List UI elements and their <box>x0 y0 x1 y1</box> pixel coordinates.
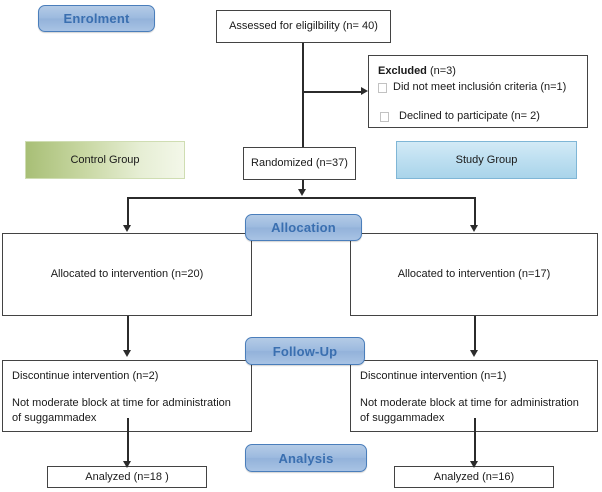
followup-left-line1: Discontinue intervention (n=2) <box>12 370 159 382</box>
stage-pill-followup-label: Follow-Up <box>272 343 338 359</box>
arrow-analysis-left <box>123 461 131 468</box>
excluded-reason-row: Declined to participate (n= 2) <box>378 109 578 124</box>
connector-assessed-to-randomized <box>302 43 304 147</box>
arrow-randomized-down <box>297 189 306 196</box>
excluded-reason-row: Did not meet inclusión criteria (n=1) <box>378 80 578 95</box>
arrow-followup-right <box>470 350 478 357</box>
box-allocated-right-label: Allocated to intervention (n=17) <box>397 268 551 281</box>
box-analyzed-right-label: Analyzed (n=16) <box>433 470 515 483</box>
box-analyzed-left-label: Analyzed (n=18 ) <box>85 470 169 483</box>
connector-followup-left-to-analysis <box>127 418 129 462</box>
connector-randomized-down <box>302 180 304 192</box>
followup-right-line3: of suggammadex <box>360 411 445 424</box>
stage-pill-analysis-label: Analysis <box>278 450 334 466</box>
followup-left-spacer <box>12 384 242 396</box>
box-assessed-label: Assessed for eligilbility (n= 40) <box>229 20 378 33</box>
box-excluded: Excluded (n=3) Did not meet inclusión cr… <box>368 55 588 128</box>
followup-left-line3: of suggammadex <box>12 411 97 424</box>
connector-allocation-left-drop <box>127 197 129 226</box>
box-assessed-for-eligibility: Assessed for eligilbility (n= 40) <box>216 10 391 43</box>
stage-pill-allocation-label: Allocation <box>271 220 336 235</box>
excluded-spacer <box>378 95 578 109</box>
connector-to-excluded <box>302 91 362 93</box>
box-analyzed-left: Analyzed (n=18 ) <box>47 466 207 488</box>
connector-allocation-split <box>127 197 475 199</box>
box-randomized-label: Randomized (n=37) <box>251 157 348 170</box>
arrow-analysis-right <box>470 461 478 468</box>
connector-followup-right-to-analysis <box>474 418 476 462</box>
excluded-heading-bold: Excluded <box>378 65 427 77</box>
arrow-to-excluded <box>361 87 368 95</box>
followup-right-line1: Discontinue intervention (n=1) <box>360 370 507 382</box>
stage-pill-followup: Follow-Up <box>245 337 365 365</box>
banner-control-group: Control Group <box>25 141 185 179</box>
empty-square-bullet-icon <box>378 82 387 93</box>
box-randomized: Randomized (n=37) <box>243 147 356 180</box>
empty-square-bullet-icon <box>380 111 389 122</box>
box-analyzed-right: Analyzed (n=16) <box>394 466 554 488</box>
arrow-allocation-right <box>470 225 478 232</box>
box-allocated-left: Allocated to intervention (n=20) <box>2 233 252 316</box>
connector-alloc-right-to-followup <box>474 316 476 351</box>
excluded-heading: Excluded (n=3) <box>378 64 578 79</box>
box-allocated-left-label: Allocated to intervention (n=20) <box>50 268 204 281</box>
excluded-reason-label: Declined to participate (n= 2) <box>399 109 540 122</box>
excluded-reason-label: Did not meet inclusión criteria (n=1) <box>393 80 567 93</box>
arrow-allocation-left <box>123 225 131 232</box>
stage-pill-enrolment: Enrolment <box>38 5 155 32</box>
followup-right-spacer <box>360 384 588 396</box>
box-allocated-right: Allocated to intervention (n=17) <box>350 233 598 316</box>
stage-pill-allocation: Allocation <box>245 214 362 241</box>
banner-control-group-label: Control Group <box>70 154 140 166</box>
connector-allocation-right-drop <box>474 197 476 226</box>
followup-right-line2: Not moderate block at time for administr… <box>360 396 579 409</box>
followup-left-line2: Not moderate block at time for administr… <box>12 396 231 409</box>
excluded-heading-count: (n=3) <box>426 65 456 77</box>
stage-pill-enrolment-label: Enrolment <box>63 11 130 26</box>
arrow-followup-left <box>123 350 131 357</box>
banner-study-group-label: Study Group <box>455 154 518 166</box>
banner-study-group: Study Group <box>396 141 577 179</box>
connector-alloc-left-to-followup <box>127 316 129 351</box>
stage-pill-analysis: Analysis <box>245 444 367 472</box>
